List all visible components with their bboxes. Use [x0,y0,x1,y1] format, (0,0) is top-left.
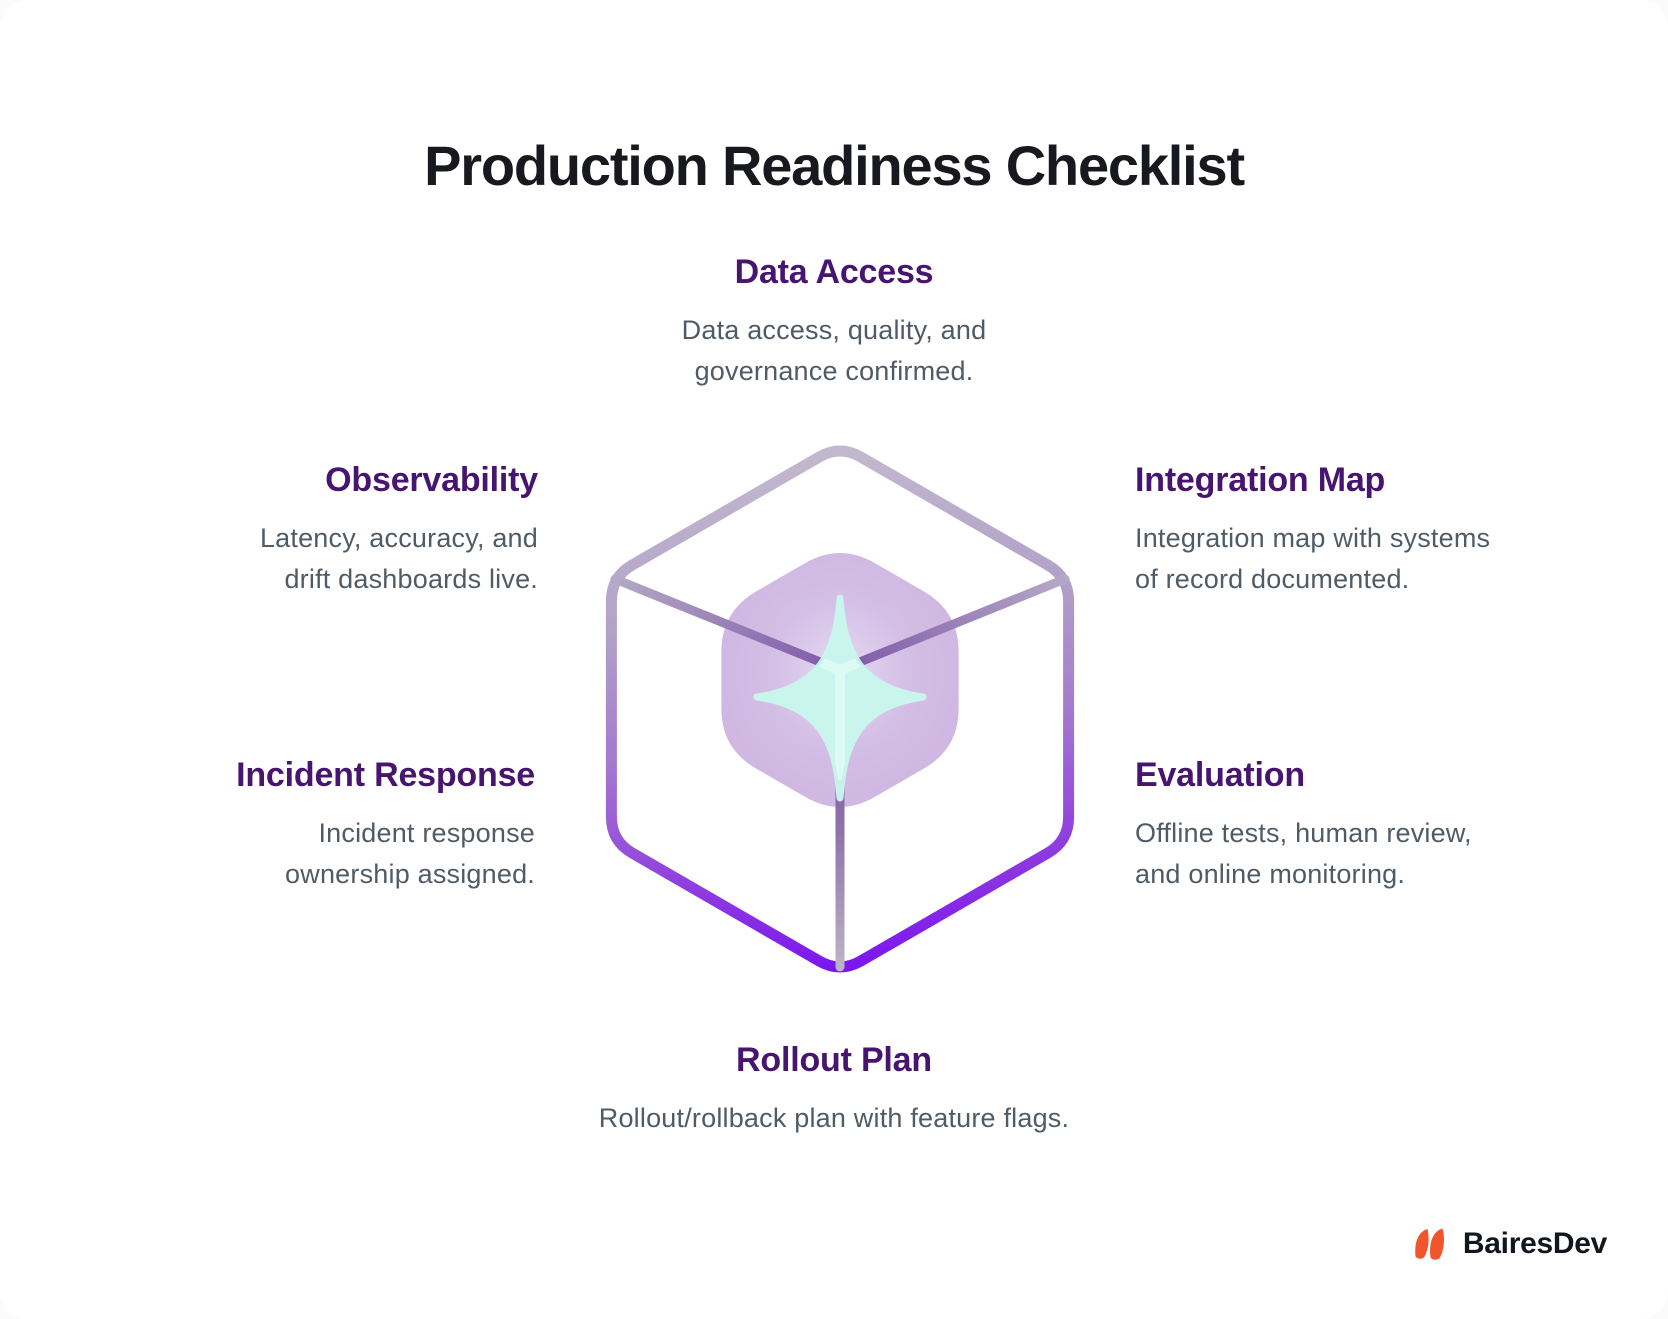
section-heading-observability: Observability [325,461,538,499]
bairesdev-logo: BairesDev [1414,1227,1607,1261]
description-line: Incident response [318,818,535,848]
section-incident-response: Incident Response Incident response owne… [236,753,535,895]
description-line: and online monitoring. [1135,859,1406,889]
section-data-access: Data Access Data access, quality, and go… [434,250,1234,392]
section-integration-map: Integration Map Integration map with sys… [1135,458,1490,600]
description-line: ownership assigned. [285,859,535,889]
section-heading-integration-map: Integration Map [1135,461,1386,499]
bairesdev-logo-icon [1415,1228,1444,1260]
description-line: Offline tests, human review, [1135,818,1472,848]
bairesdev-logo-text: BairesDev [1462,1227,1607,1260]
description-line: drift dashboards live. [284,564,538,594]
description-line: Latency, accuracy, and [259,523,538,553]
description-line: of record documented. [1135,564,1410,594]
section-heading-data-access: Data Access [734,253,934,291]
page-title: Production Readiness Checklist [424,133,1245,197]
section-heading-rollout-plan: Rollout Plan [736,1041,932,1079]
description-line: Data access, quality, and [681,315,987,345]
section-heading-evaluation: Evaluation [1135,756,1305,794]
section-observability: Observability Latency, accuracy, and dri… [260,458,538,600]
section-description: Offline tests, human review, and online … [1135,813,1472,895]
cube-illustration [605,445,1075,973]
cube-outer-edges [605,445,1075,973]
description-line: governance confirmed. [694,356,974,386]
section-rollout-plan: Rollout Plan Rollout/rollback plan with … [484,1038,1184,1139]
section-description: Rollout/rollback plan with feature flags… [484,1098,1184,1139]
section-description: Data access, quality, and governance con… [434,310,1234,392]
section-evaluation: Evaluation Offline tests, human review, … [1135,753,1472,895]
section-heading-incident-response: Incident Response [236,756,535,794]
description-line: Rollout/rollback plan with feature flags… [598,1103,1070,1133]
description-line: Integration map with systems [1135,523,1491,553]
section-description: Latency, accuracy, and drift dashboards … [260,518,538,600]
cube-inner-edge-right [835,574,1070,675]
cube-inner-edge-left [610,574,845,675]
section-description: Integration map with systems of record d… [1135,518,1490,600]
section-description: Incident response ownership assigned. [236,813,535,895]
